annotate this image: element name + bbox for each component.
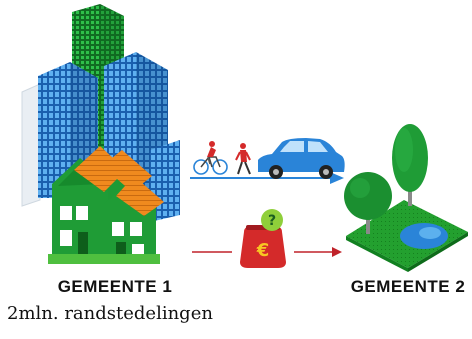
- municipality-2-label: GEMEENTE 2: [350, 277, 466, 296]
- park-icon: [344, 124, 468, 272]
- pedestrian-icon: [235, 143, 251, 175]
- municipality-1-label: GEMEENTE 1: [57, 277, 173, 296]
- euro-purse-icon: €: [240, 225, 286, 268]
- cyclist-icon: [193, 141, 228, 175]
- municipality-1-subtitle: 2mln. randstedelingen: [7, 303, 213, 324]
- car-icon: [258, 138, 345, 179]
- svg-text:€: €: [256, 240, 270, 261]
- money-arrow: [192, 247, 342, 257]
- question-mark-icon: ?: [261, 209, 283, 231]
- houses-icon: [48, 146, 164, 264]
- svg-text:?: ?: [268, 213, 276, 229]
- transport-arrow: [190, 172, 344, 184]
